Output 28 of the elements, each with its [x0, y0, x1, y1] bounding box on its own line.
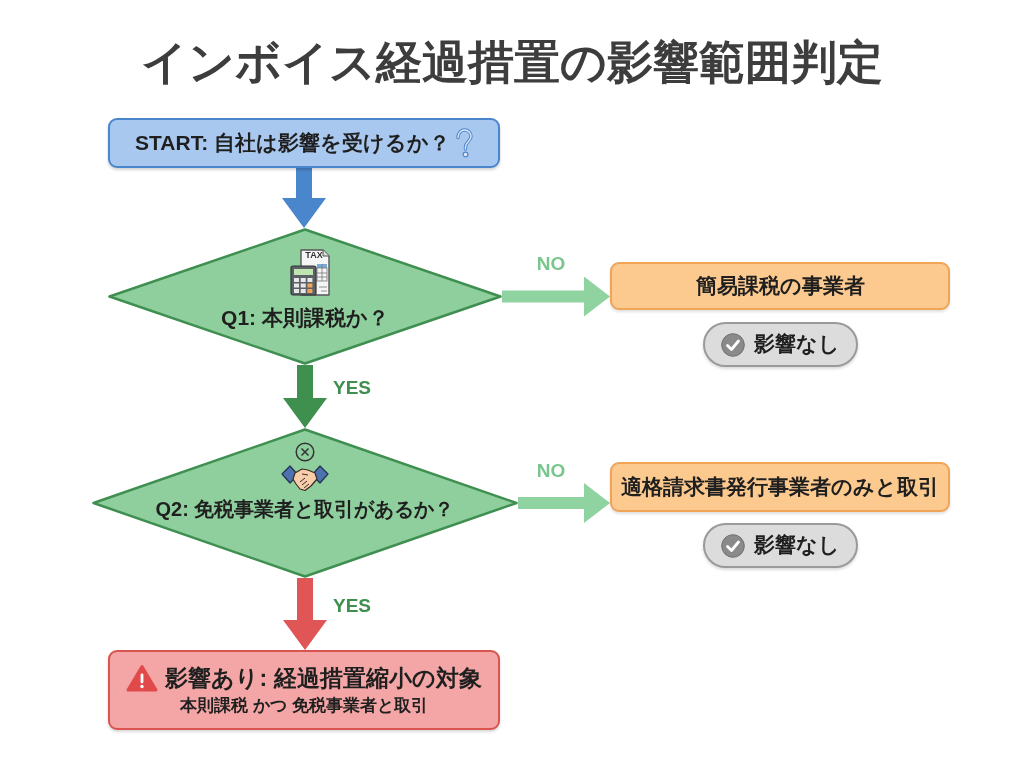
- alert-box: [108, 650, 500, 730]
- status-text: 影響なし: [754, 331, 840, 358]
- decision-diamond: [108, 228, 502, 365]
- arrow: [283, 578, 327, 650]
- status-pill: [703, 322, 858, 367]
- start-box: [108, 118, 500, 168]
- arrow: [282, 168, 326, 228]
- edge-label: NO: [536, 461, 566, 481]
- outcome-box: [610, 262, 950, 310]
- status-text: 影響なし: [754, 532, 840, 559]
- outcome-text: 適格請求書発行事業者のみと取引: [621, 473, 939, 500]
- arrow: [502, 276, 610, 317]
- start-text: START: 自社は影響を受けるか？: [135, 129, 450, 156]
- icon-label: TAX: [305, 250, 323, 261]
- question-text: Q2: 免税事業者と取引があるか？: [155, 497, 455, 522]
- edge-label: NO: [536, 254, 566, 274]
- outcome-text: 簡易課税の事業者: [695, 272, 865, 299]
- edge-label: YES: [333, 596, 371, 616]
- alert-detail: 本則課税 かつ 免税事業者と取引: [180, 695, 428, 717]
- arrow: [283, 365, 327, 428]
- question-text: Q1: 本則課税か？: [221, 305, 389, 331]
- edge-label: YES: [333, 378, 371, 398]
- outcome-box: [610, 462, 950, 512]
- arrow: [518, 483, 610, 523]
- decision-diamond: [92, 428, 518, 578]
- status-pill: [703, 523, 858, 568]
- title: インボイス経過措置の影響範囲判定: [141, 35, 883, 90]
- alert-title: 影響あり: 経過措置縮小の対象: [165, 664, 482, 693]
